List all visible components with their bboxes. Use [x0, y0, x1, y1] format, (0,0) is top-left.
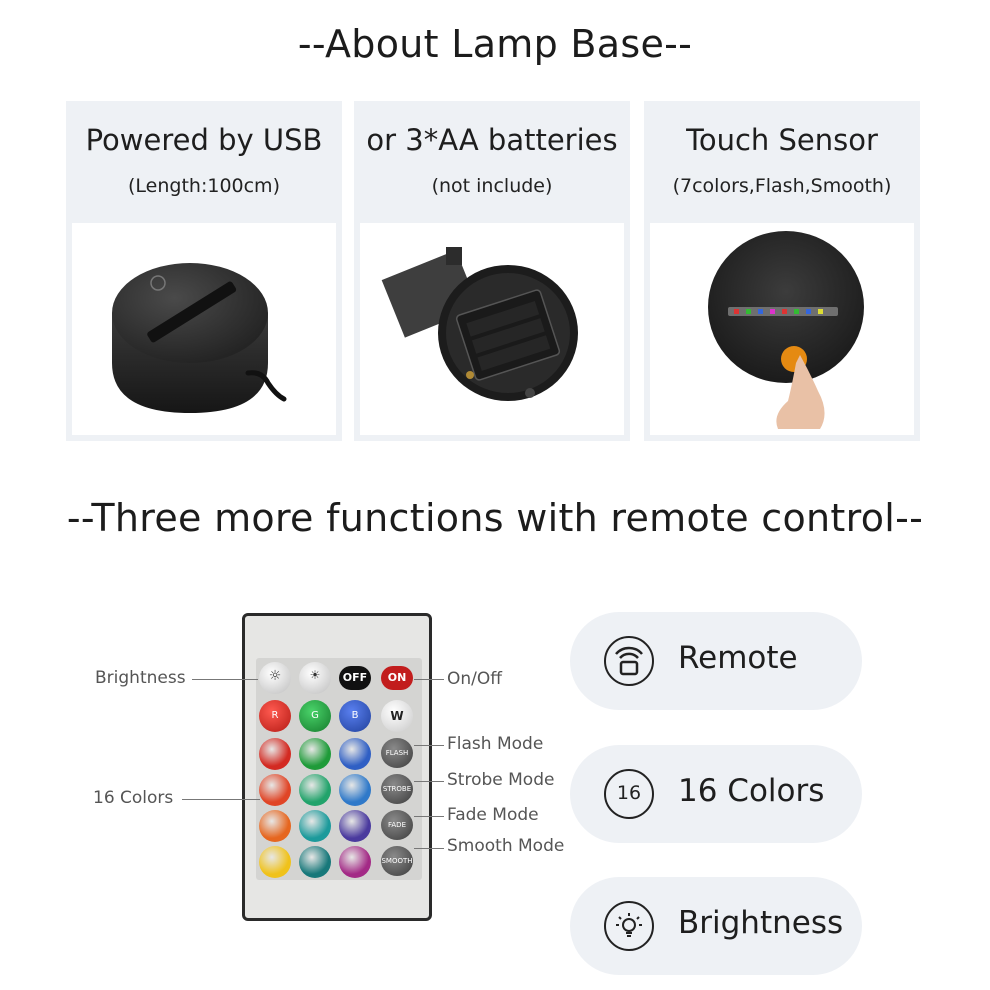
strobe-callout: Strobe Mode — [447, 770, 555, 790]
colors-feature-label: 16 Colors — [678, 773, 825, 809]
green-button[interactable]: G — [299, 700, 331, 732]
usb-lamp-base-photo — [72, 223, 336, 435]
card-subtitle: (7colors,Flash,Smooth) — [672, 175, 892, 197]
smooth-callout: Smooth Mode — [447, 836, 565, 856]
remote-feature-label: Remote — [678, 640, 798, 676]
touch-sensor-base-photo — [650, 223, 914, 435]
onoff-leader-line — [414, 679, 444, 680]
brightness-feature-label: Brightness — [678, 905, 844, 941]
fade-callout: Fade Mode — [447, 805, 539, 825]
card-title: or 3*AA batteries — [366, 123, 618, 157]
card-subtitle: (not include) — [431, 175, 553, 197]
brightness-callout: Brightness — [95, 668, 186, 688]
lightbulb-icon — [604, 901, 654, 951]
flash-callout: Flash Mode — [447, 734, 544, 754]
color-button[interactable] — [259, 846, 291, 878]
color-button[interactable] — [259, 738, 291, 770]
on-button[interactable]: ON — [381, 666, 413, 690]
battery-compartment-photo — [360, 223, 624, 435]
color-button[interactable] — [339, 738, 371, 770]
red-button[interactable]: R — [259, 700, 291, 732]
strobe-leader-line — [414, 781, 444, 782]
color-button[interactable] — [299, 810, 331, 842]
onoff-callout: On/Off — [447, 669, 502, 689]
color-button[interactable] — [299, 774, 331, 806]
dim-sun-icon: ☀ — [309, 668, 321, 682]
color-button[interactable] — [259, 774, 291, 806]
card-subtitle: (Length:100cm) — [128, 175, 280, 197]
about-heading: --About Lamp Base-- — [297, 22, 693, 66]
battery-power-card: or 3*AA batteries (not include) — [354, 101, 630, 441]
white-button[interactable]: W — [381, 700, 413, 732]
smooth-leader-line — [414, 848, 444, 849]
flash-mode-button[interactable]: FLASH — [381, 738, 413, 768]
flash-leader-line — [414, 745, 444, 746]
remote-control: ☼ ☀ OFF ON R G B W FLASH STROBE FADE SMO… — [242, 613, 432, 921]
remote-signal-icon — [604, 636, 654, 686]
color-button[interactable] — [339, 774, 371, 806]
fade-mode-button[interactable]: FADE — [381, 810, 413, 840]
color-button[interactable] — [339, 846, 371, 878]
functions-heading: --Three more functions with remote contr… — [66, 496, 924, 540]
colors-callout: 16 Colors — [93, 788, 174, 808]
off-button[interactable]: OFF — [339, 666, 371, 690]
color-button[interactable] — [259, 810, 291, 842]
smooth-mode-button[interactable]: SMOOTH — [381, 846, 413, 876]
fade-leader-line — [414, 816, 444, 817]
touch-sensor-card: Touch Sensor (7colors,Flash,Smooth) — [644, 101, 920, 441]
sun-icon: ☼ — [268, 668, 282, 684]
color-button[interactable] — [339, 810, 371, 842]
colors-leader-line — [182, 799, 260, 800]
number-16-badge: 16 — [616, 782, 642, 804]
card-title: Touch Sensor — [686, 123, 878, 157]
brightness-down-button[interactable]: ☀ — [299, 662, 331, 694]
remote-feature-pill: Remote — [570, 612, 862, 710]
brightness-up-button[interactable]: ☼ — [259, 662, 291, 694]
strobe-mode-button[interactable]: STROBE — [381, 774, 413, 804]
brightness-leader-line — [192, 679, 258, 680]
usb-power-card: Powered by USB (Length:100cm) — [66, 101, 342, 441]
brightness-feature-pill: Brightness — [570, 877, 862, 975]
color-button[interactable] — [299, 846, 331, 878]
blue-button[interactable]: B — [339, 700, 371, 732]
colors-feature-pill: 16 16 Colors — [570, 745, 862, 843]
color-button[interactable] — [299, 738, 331, 770]
card-title: Powered by USB — [85, 123, 323, 157]
number-16-icon: 16 — [604, 769, 654, 819]
remote-keypad — [256, 658, 422, 880]
